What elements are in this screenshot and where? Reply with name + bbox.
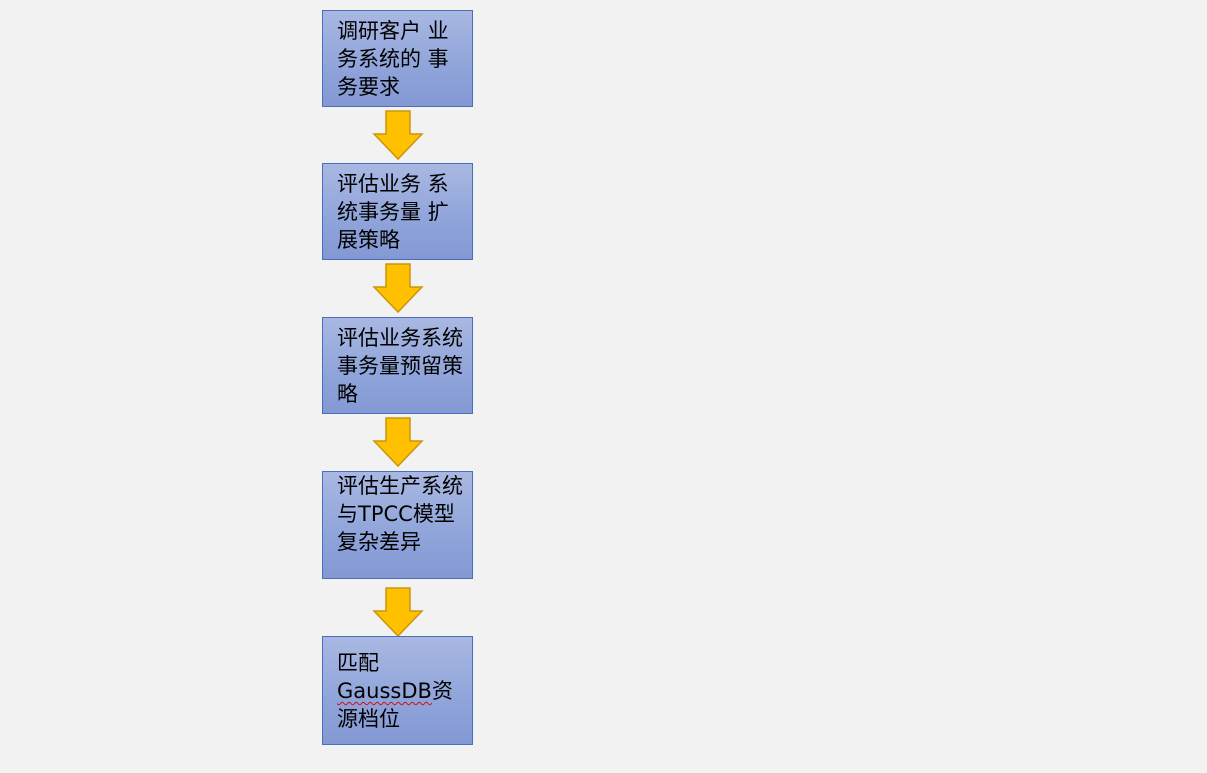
step-research-requirements: 调研客户 业务系统的 事务要求: [322, 10, 473, 107]
step-evaluate-expansion: 评估业务 系统事务量 扩展策略: [322, 163, 473, 260]
down-arrow-icon: [372, 110, 424, 161]
step-label: 评估业务 系统事务量 扩展策略: [337, 172, 449, 252]
down-arrow-icon: [372, 587, 424, 638]
step-match-gaussdb-resources: 匹配 GaussDB资源档位: [322, 636, 473, 745]
step-label: 调研客户 业务系统的 事务要求: [337, 19, 449, 99]
step-label-prefix: 匹配: [337, 651, 379, 675]
down-arrow-icon: [372, 417, 424, 468]
step-label: 评估业务系统事务量预留策略: [337, 326, 463, 406]
step-label: 评估生产系统与TPCC模型复杂差异: [337, 474, 463, 554]
step-label: 匹配 GaussDB资源档位: [337, 649, 464, 733]
step-label-suffix: 资源档位: [337, 679, 453, 731]
product-name-gaussdb: GaussDB: [337, 679, 432, 703]
down-arrow-icon: [372, 263, 424, 314]
step-evaluate-reservation: 评估业务系统事务量预留策略: [322, 317, 473, 414]
step-evaluate-tpcc-difference: 评估生产系统与TPCC模型复杂差异: [322, 471, 473, 579]
